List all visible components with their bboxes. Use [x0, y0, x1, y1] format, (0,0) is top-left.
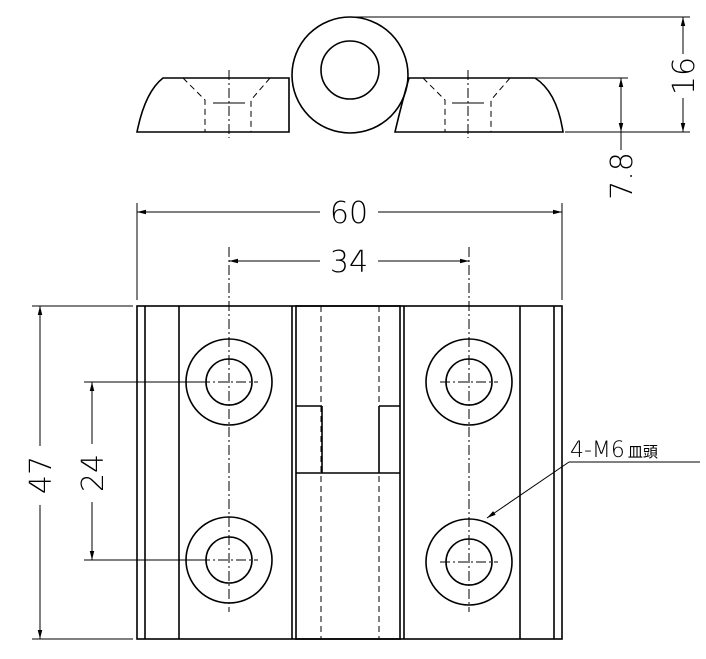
dim-base-height-label: 7.8 [605, 152, 640, 200]
right-leaf-outline [393, 77, 564, 133]
knuckle-outline [291, 16, 409, 134]
dim-total-height-label: 16 [667, 57, 702, 95]
pin-hole [320, 40, 380, 100]
right-countersink-hidden [422, 77, 511, 132]
dim-width-label: 60 [330, 196, 368, 231]
side-view: 16 7.8 [136, 16, 702, 200]
knuckle-segment-lines [296, 405, 400, 474]
callout-prefix: 4-M6 [570, 438, 625, 463]
left-countersink-hidden [182, 77, 271, 132]
dim-height-label: 47 [24, 456, 59, 494]
callout-suffix: 皿頭 [628, 443, 658, 461]
dim-hole-spacing-y-label: 24 [76, 454, 111, 492]
dim-hole-spacing-x-label: 34 [330, 245, 368, 280]
left-leaf-outline [136, 77, 290, 133]
callout-leader-line [486, 461, 570, 519]
